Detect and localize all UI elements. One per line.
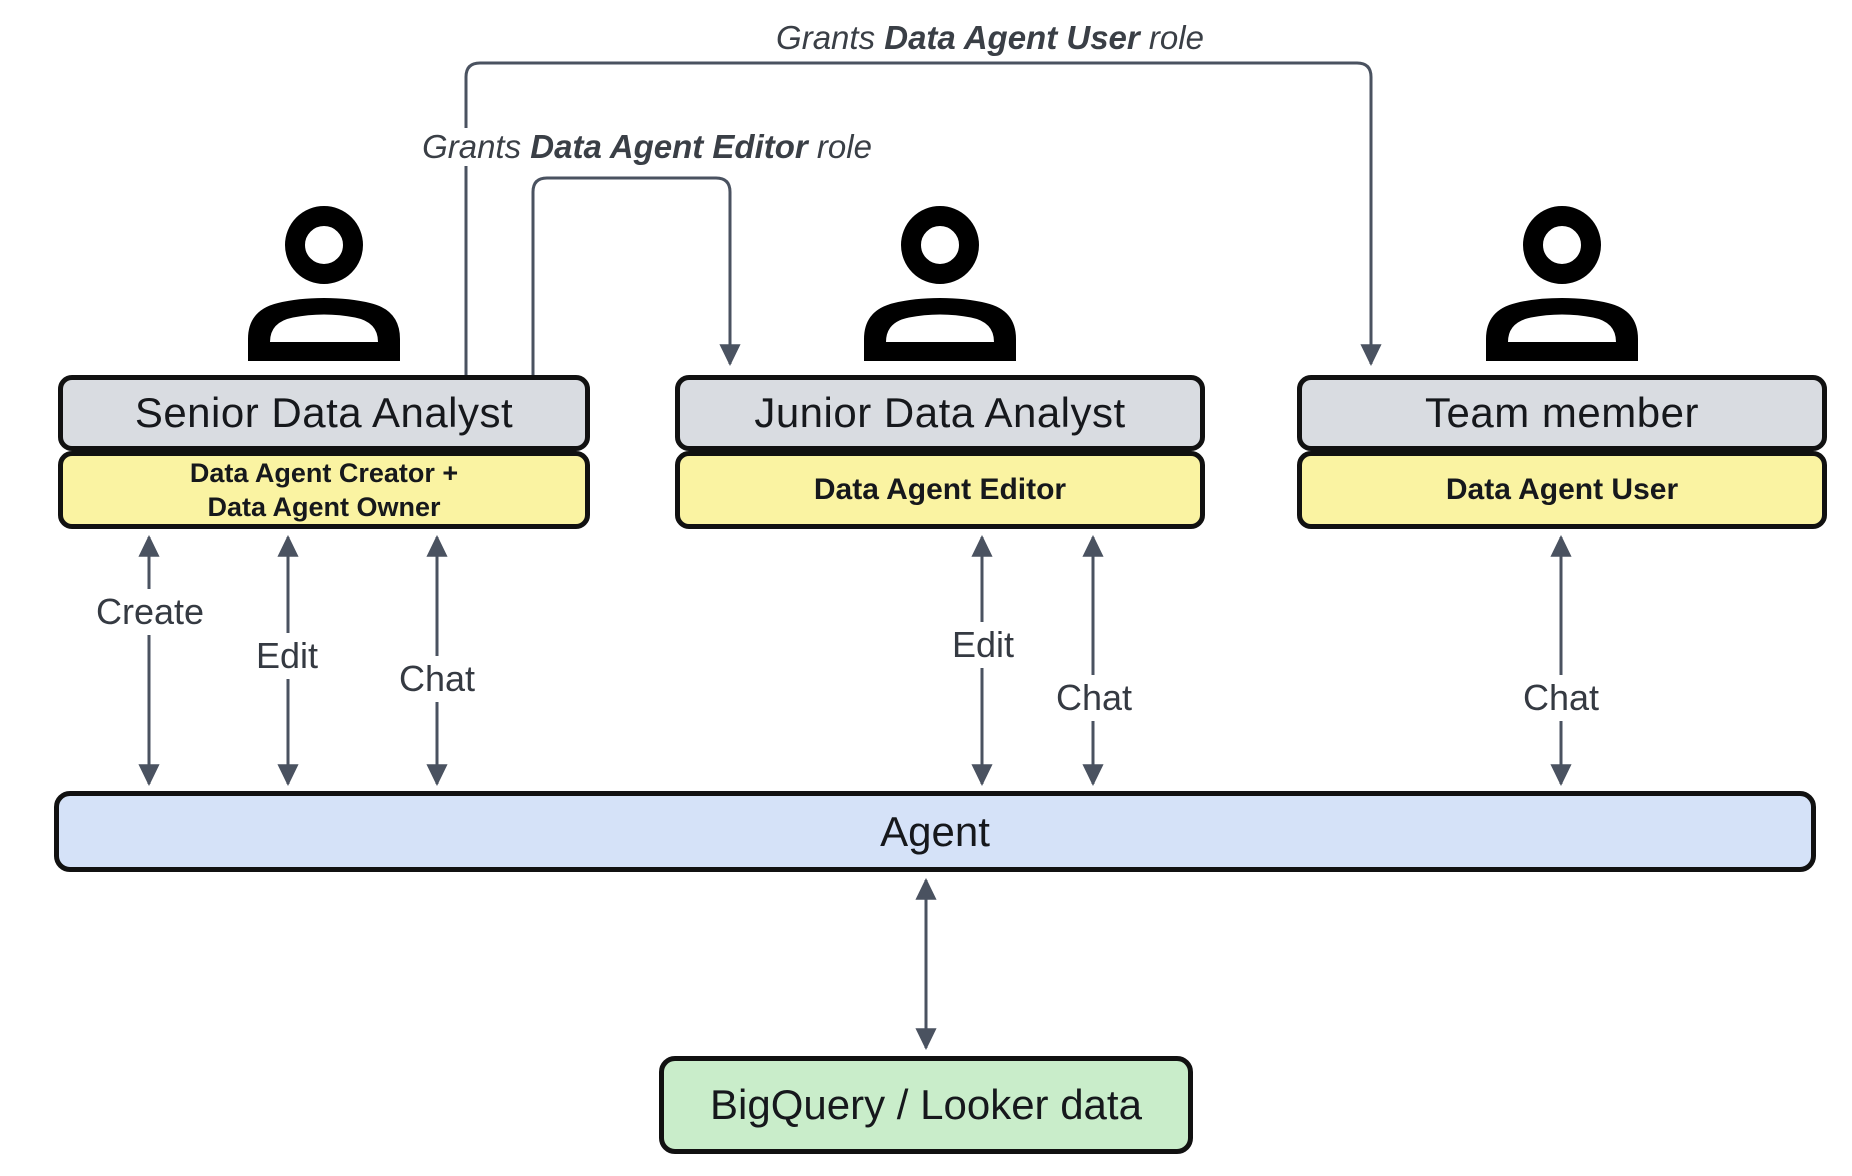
actor-title-senior: Senior Data Analyst <box>134 389 514 436</box>
person-icon <box>1486 206 1638 361</box>
agent-label: Agent <box>880 807 990 855</box>
grant-editor-prefix: Grants <box>422 128 531 165</box>
action-label-edit-junior: Edit <box>943 622 1023 668</box>
grant-editor-label: Grants Data Agent Editor role <box>416 128 878 166</box>
grant-editor-suffix: role <box>807 128 872 165</box>
grant-user-connector <box>464 61 1382 377</box>
person-icon <box>248 206 400 361</box>
action-label-create: Create <box>87 589 213 635</box>
action-label-chat-team: Chat <box>1514 675 1608 721</box>
data-source-label: BigQuery / Looker data <box>710 1081 1142 1128</box>
actor-role-badge-senior: Data Agent Creator + Data Agent Owner <box>58 451 590 529</box>
actor-title-team: Team member <box>1425 389 1699 436</box>
grant-editor-role: Data Agent Editor <box>530 128 808 165</box>
grant-user-label: Grants Data Agent User role <box>770 19 1210 57</box>
action-label-edit-senior: Edit <box>247 633 327 679</box>
actor-title-box-senior: Senior Data Analyst <box>58 375 590 451</box>
agent-node: Agent <box>54 791 1816 872</box>
action-label-chat-junior: Chat <box>1047 675 1141 721</box>
actor-title-box-team: Team member <box>1297 375 1827 451</box>
actor-title-junior: Junior Data Analyst <box>754 389 1126 436</box>
actor-role-badge-junior: Data Agent Editor <box>675 451 1205 529</box>
actor-role-badge-team: Data Agent User <box>1297 451 1827 529</box>
actor-role-line: Data Agent User <box>1445 473 1679 506</box>
actor-role-line: Data Agent Owner <box>207 492 441 522</box>
actor-role-line: Data Agent Creator + <box>189 458 459 488</box>
grant-editor-connector <box>531 176 741 377</box>
grant-user-suffix: role <box>1139 19 1204 56</box>
grant-user-role: Data Agent User <box>884 19 1140 56</box>
data-source-node: BigQuery / Looker data <box>659 1056 1193 1154</box>
action-label-chat-senior: Chat <box>390 656 484 702</box>
person-icon <box>864 206 1016 361</box>
grant-user-prefix: Grants <box>776 19 885 56</box>
actor-role-line: Data Agent Editor <box>813 473 1067 506</box>
actor-title-box-junior: Junior Data Analyst <box>675 375 1205 451</box>
